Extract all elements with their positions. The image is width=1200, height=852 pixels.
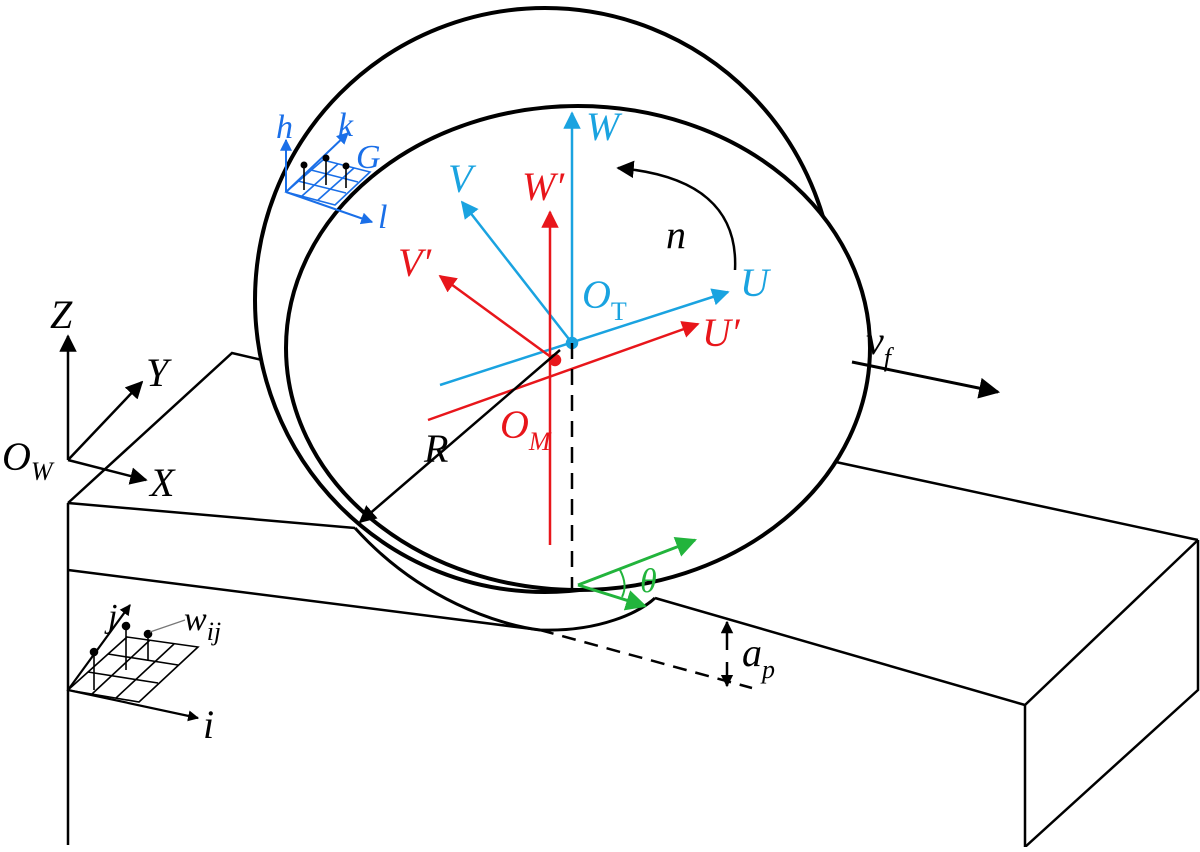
j-axis-arrow [67, 604, 131, 691]
l-axis-arrow [285, 191, 374, 225]
grid-line [115, 643, 175, 699]
wheel-contact-bottom [353, 526, 657, 632]
workpiece-layer-line [67, 568, 541, 632]
chord-arrow [577, 583, 648, 611]
grain-g-label: G [356, 139, 381, 176]
tool-v-label: V [448, 156, 477, 201]
y-axis-label: Y [146, 350, 172, 395]
axis-x [67, 458, 148, 485]
i-axis-label: i [203, 702, 214, 747]
workpiece-frame [59, 334, 148, 485]
workpiece-right-side-edge [1024, 540, 1200, 848]
grain-grid [280, 132, 374, 225]
grid-line [87, 671, 159, 684]
radius-arrow [358, 349, 561, 524]
tool-w-label: W [586, 104, 623, 149]
tool-u-label: U [740, 260, 772, 305]
grid-line [310, 169, 359, 183]
machine-u-label: U′ [702, 310, 741, 355]
tangent-arrow [577, 536, 697, 587]
tool-axis-u [439, 288, 730, 387]
grid-line [317, 167, 355, 201]
workpiece-top-left [67, 351, 263, 504]
wheel-front-face [284, 104, 872, 592]
grain-k-label: k [338, 107, 354, 144]
i-axis-arrow [67, 688, 200, 722]
radius-label: R [423, 426, 448, 471]
depth-label: ap [742, 630, 775, 684]
j-axis-label: j [104, 598, 117, 635]
grain-point [342, 162, 350, 170]
contact-angle [577, 536, 697, 611]
machine-origin-label: OM [500, 402, 552, 456]
tool-frame [439, 111, 730, 387]
grain-h-label: h [276, 109, 293, 146]
machine-v-label: V′ [398, 240, 432, 285]
machine-w-label: W′ [522, 164, 565, 209]
workpiece-top-right [801, 453, 1199, 542]
grain-l-label: l [378, 199, 387, 236]
grinding-wheel [253, 6, 872, 632]
z-axis-label: Z [50, 292, 73, 337]
feed-label: vf [866, 318, 895, 372]
height-point [143, 629, 153, 639]
feed-arrow [851, 360, 1001, 399]
machine-axis-u [427, 321, 700, 422]
grid-line [297, 180, 347, 194]
rotation-arc [616, 160, 737, 271]
workpiece-front-top-edge-right [654, 596, 1026, 707]
tool-axis-v [460, 200, 573, 344]
workpiece-front-top-edge [67, 501, 356, 530]
rotation-label: n [666, 212, 686, 257]
k-axis-arrow [285, 132, 349, 193]
surface-grid-outline [66, 636, 200, 703]
surface-grid [66, 604, 200, 722]
grid-line [91, 639, 151, 695]
w-leader [149, 619, 186, 633]
axis-y [67, 380, 144, 461]
w-label: wij [184, 601, 221, 646]
angle-label: θ [640, 563, 657, 600]
angle-arc [619, 569, 626, 598]
grid-line [301, 163, 339, 197]
x-axis-label: X [148, 460, 176, 505]
tool-origin-label: OT [582, 272, 627, 326]
height-point [121, 621, 131, 631]
cut-depth-dashed-line [539, 628, 753, 690]
grain-grid-outline [284, 159, 372, 206]
grain-point [322, 154, 330, 162]
machine-axis-v [438, 274, 556, 362]
grain-point [300, 161, 308, 169]
height-point [89, 647, 99, 657]
workpiece-origin-label: OW [2, 434, 55, 486]
grid-line [107, 653, 179, 666]
workpiece-right-top-edge [1024, 539, 1199, 706]
